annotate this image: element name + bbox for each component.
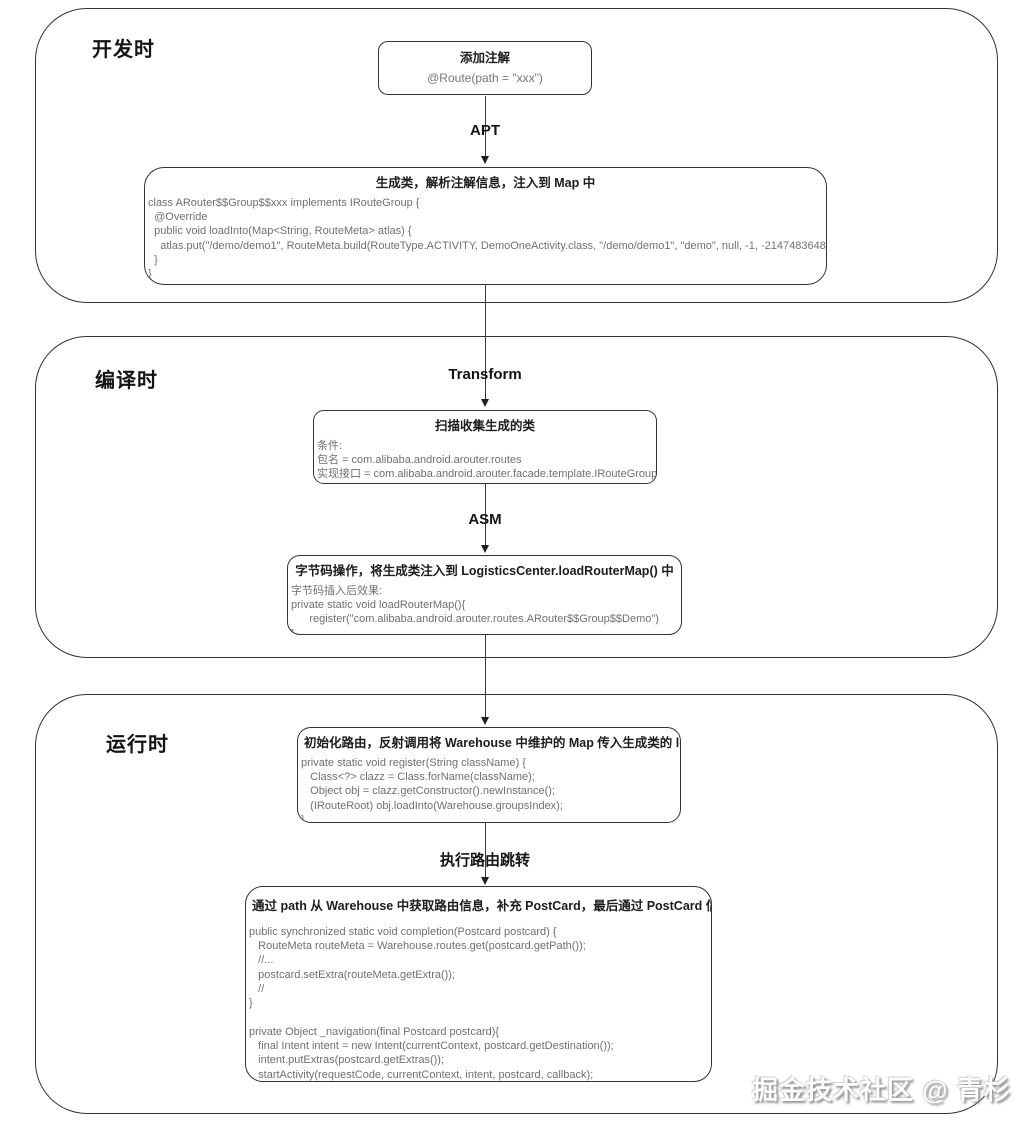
arrowhead-icon xyxy=(481,877,489,885)
arrowhead-icon xyxy=(481,399,489,407)
arrow-line xyxy=(485,285,486,401)
section-dev-label: 开发时 xyxy=(92,39,155,61)
generated-class-code: class ARouter$$Group$$xxx implements IRo… xyxy=(148,196,826,281)
scan-generated-class-title: 扫描收集生成的类 xyxy=(434,419,535,433)
transform-arrow xyxy=(479,285,491,407)
generated-class-title: 生成类，解析注解信息，注入到 Map 中 xyxy=(375,176,596,190)
init-route-code: private static void register(String clas… xyxy=(301,756,563,823)
route-jump-label: 执行路由跳转 xyxy=(439,852,531,869)
section-dev-container xyxy=(35,8,998,303)
add-annotation-code: @Route(path = "xxx") xyxy=(427,70,543,85)
add-annotation-title: 添加注解 xyxy=(459,51,510,65)
apt-label: APT xyxy=(470,122,500,139)
arrowhead-icon xyxy=(481,545,489,553)
init-route-title: 初始化路由，反射调用将 Warehouse 中维护的 Map 传入生成类的 lo… xyxy=(304,736,680,750)
arrowhead-icon xyxy=(481,717,489,725)
scan-generated-class-code: 条件: 包名 = com.alibaba.android.arouter.rou… xyxy=(317,439,657,481)
route-jump-arrow xyxy=(479,823,491,885)
arrow-line xyxy=(485,96,486,158)
arrow-line xyxy=(485,635,486,719)
transform-label: Transform xyxy=(448,366,522,383)
section-compile-container xyxy=(35,336,998,658)
asm-label: ASM xyxy=(468,511,502,528)
completion-node: 通过 path 从 Warehouse 中获取路由信息，补充 PostCard，… xyxy=(245,886,712,1082)
bytecode-inject-code: 字节码插入后效果: private static void loadRouter… xyxy=(291,584,659,635)
bytecode-inject-title: 字节码操作，将生成类注入到 LogisticsCenter.loadRouter… xyxy=(295,564,674,578)
apt-arrow xyxy=(479,96,491,164)
section-runtime-container xyxy=(35,694,998,1114)
arrowhead-icon xyxy=(481,156,489,164)
bytecode-inject-node: 字节码操作，将生成类注入到 LogisticsCenter.loadRouter… xyxy=(287,555,682,635)
arrow-line xyxy=(485,484,486,547)
watermark: 掘金技术社区 @ 青杉 xyxy=(752,1075,1011,1105)
init-route-node: 初始化路由，反射调用将 Warehouse 中维护的 Map 传入生成类的 lo… xyxy=(297,727,681,823)
generated-class-node: 生成类，解析注解信息，注入到 Map 中 class ARouter$$Grou… xyxy=(144,167,827,285)
completion-code: public synchronized static void completi… xyxy=(249,925,614,1081)
add-annotation-node: 添加注解 @Route(path = "xxx") xyxy=(378,41,592,95)
asm-arrow xyxy=(479,484,491,553)
completion-title: 通过 path 从 Warehouse 中获取路由信息，补充 PostCard，… xyxy=(252,899,711,913)
section-compile-label: 编译时 xyxy=(95,370,158,392)
section-runtime-label: 运行时 xyxy=(106,734,169,756)
scan-generated-class-node: 扫描收集生成的类 条件: 包名 = com.alibaba.android.ar… xyxy=(313,410,657,484)
to-runtime-arrow xyxy=(479,635,491,725)
arrow-line xyxy=(485,823,486,879)
